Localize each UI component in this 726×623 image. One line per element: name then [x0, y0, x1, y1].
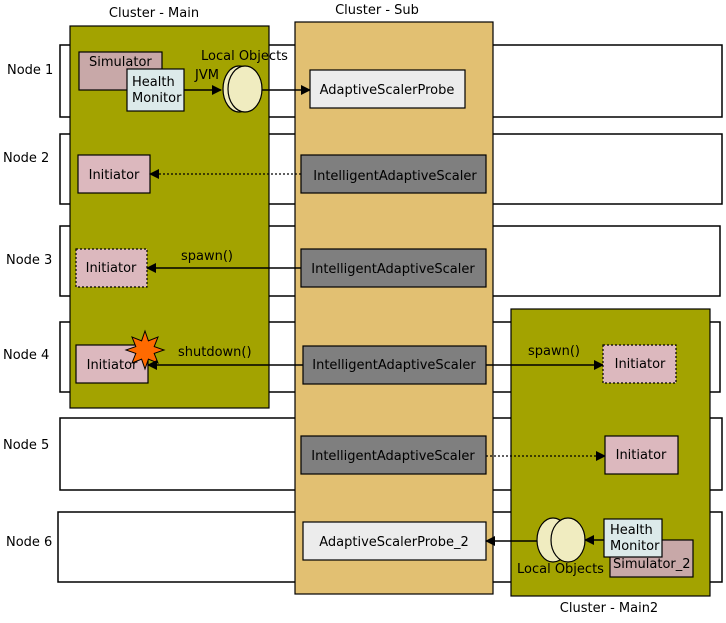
- health-monitor-2-label-line2: Monitor: [610, 539, 660, 554]
- health-monitor-2-label-line1: Health: [610, 523, 653, 538]
- jvm-2-ellipse: [550, 517, 586, 563]
- local-objects-label: Local Objects: [201, 49, 288, 64]
- adaptive-scaler-probe-label: AdaptiveScalerProbe: [320, 83, 455, 98]
- scaler-label-node4: IntelligentAdaptiveScaler: [312, 358, 476, 373]
- initiator-label-node2: Initiator: [89, 168, 140, 183]
- adaptive-scaler-probe-box: [309, 69, 466, 109]
- initiator-box-node4-right: [602, 344, 677, 384]
- spawn-label-node3: spawn(): [181, 249, 233, 264]
- scaler-box-node3: [300, 248, 487, 288]
- node-label-4: Node 4: [3, 348, 49, 363]
- scaler-box-node2: [300, 154, 487, 194]
- initiator-label-node4-left: Initiator: [87, 358, 138, 373]
- cluster-main-label: Cluster - Main: [109, 6, 199, 21]
- jvm-label: JVM: [194, 68, 219, 83]
- node-label-1: Node 1: [7, 63, 53, 78]
- scaler-box-node4: [302, 345, 487, 385]
- local-objects-2-label: Local Objects: [517, 562, 604, 577]
- initiator-box-node3: [75, 248, 148, 288]
- initiator-box-node5: [604, 435, 679, 475]
- shutdown-burst-icon: [124, 329, 166, 371]
- cluster-main2-label: Cluster - Main2: [560, 601, 658, 616]
- simulator-label: Simulator: [89, 55, 152, 70]
- jvm-ellipse: [227, 65, 263, 113]
- node-label-6: Node 6: [6, 535, 52, 550]
- adaptive-scaler-probe-2-label: AdaptiveScalerProbe_2: [319, 535, 469, 550]
- scaler-label-node5: IntelligentAdaptiveScaler: [311, 449, 475, 464]
- health-monitor-label-line2: Monitor: [132, 91, 182, 106]
- simulator-2-label: Simulator_2: [613, 557, 691, 572]
- node-label-5: Node 5: [3, 438, 49, 453]
- initiator-box-node2: [77, 154, 151, 194]
- shutdown-label-node4: shutdown(): [178, 345, 252, 360]
- cluster-sub-label: Cluster - Sub: [335, 3, 419, 18]
- initiator-label-node4-right: Initiator: [615, 357, 666, 372]
- initiator-label-node3: Initiator: [86, 261, 137, 276]
- adaptive-scaler-probe-2-box: [302, 521, 487, 561]
- health-monitor-label-line1: Health: [132, 75, 175, 90]
- cluster-sub: [294, 21, 494, 595]
- scaler-box-node5: [300, 435, 487, 475]
- node-label-3: Node 3: [6, 253, 52, 268]
- health-monitor-2-box: [603, 518, 663, 558]
- node-label-2: Node 2: [3, 151, 49, 166]
- spawn-label-node4: spawn(): [528, 344, 580, 359]
- scaler-label-node3: IntelligentAdaptiveScaler: [311, 262, 475, 277]
- initiator-label-node5: Initiator: [616, 448, 667, 463]
- scaler-label-node2: IntelligentAdaptiveScaler: [313, 169, 477, 184]
